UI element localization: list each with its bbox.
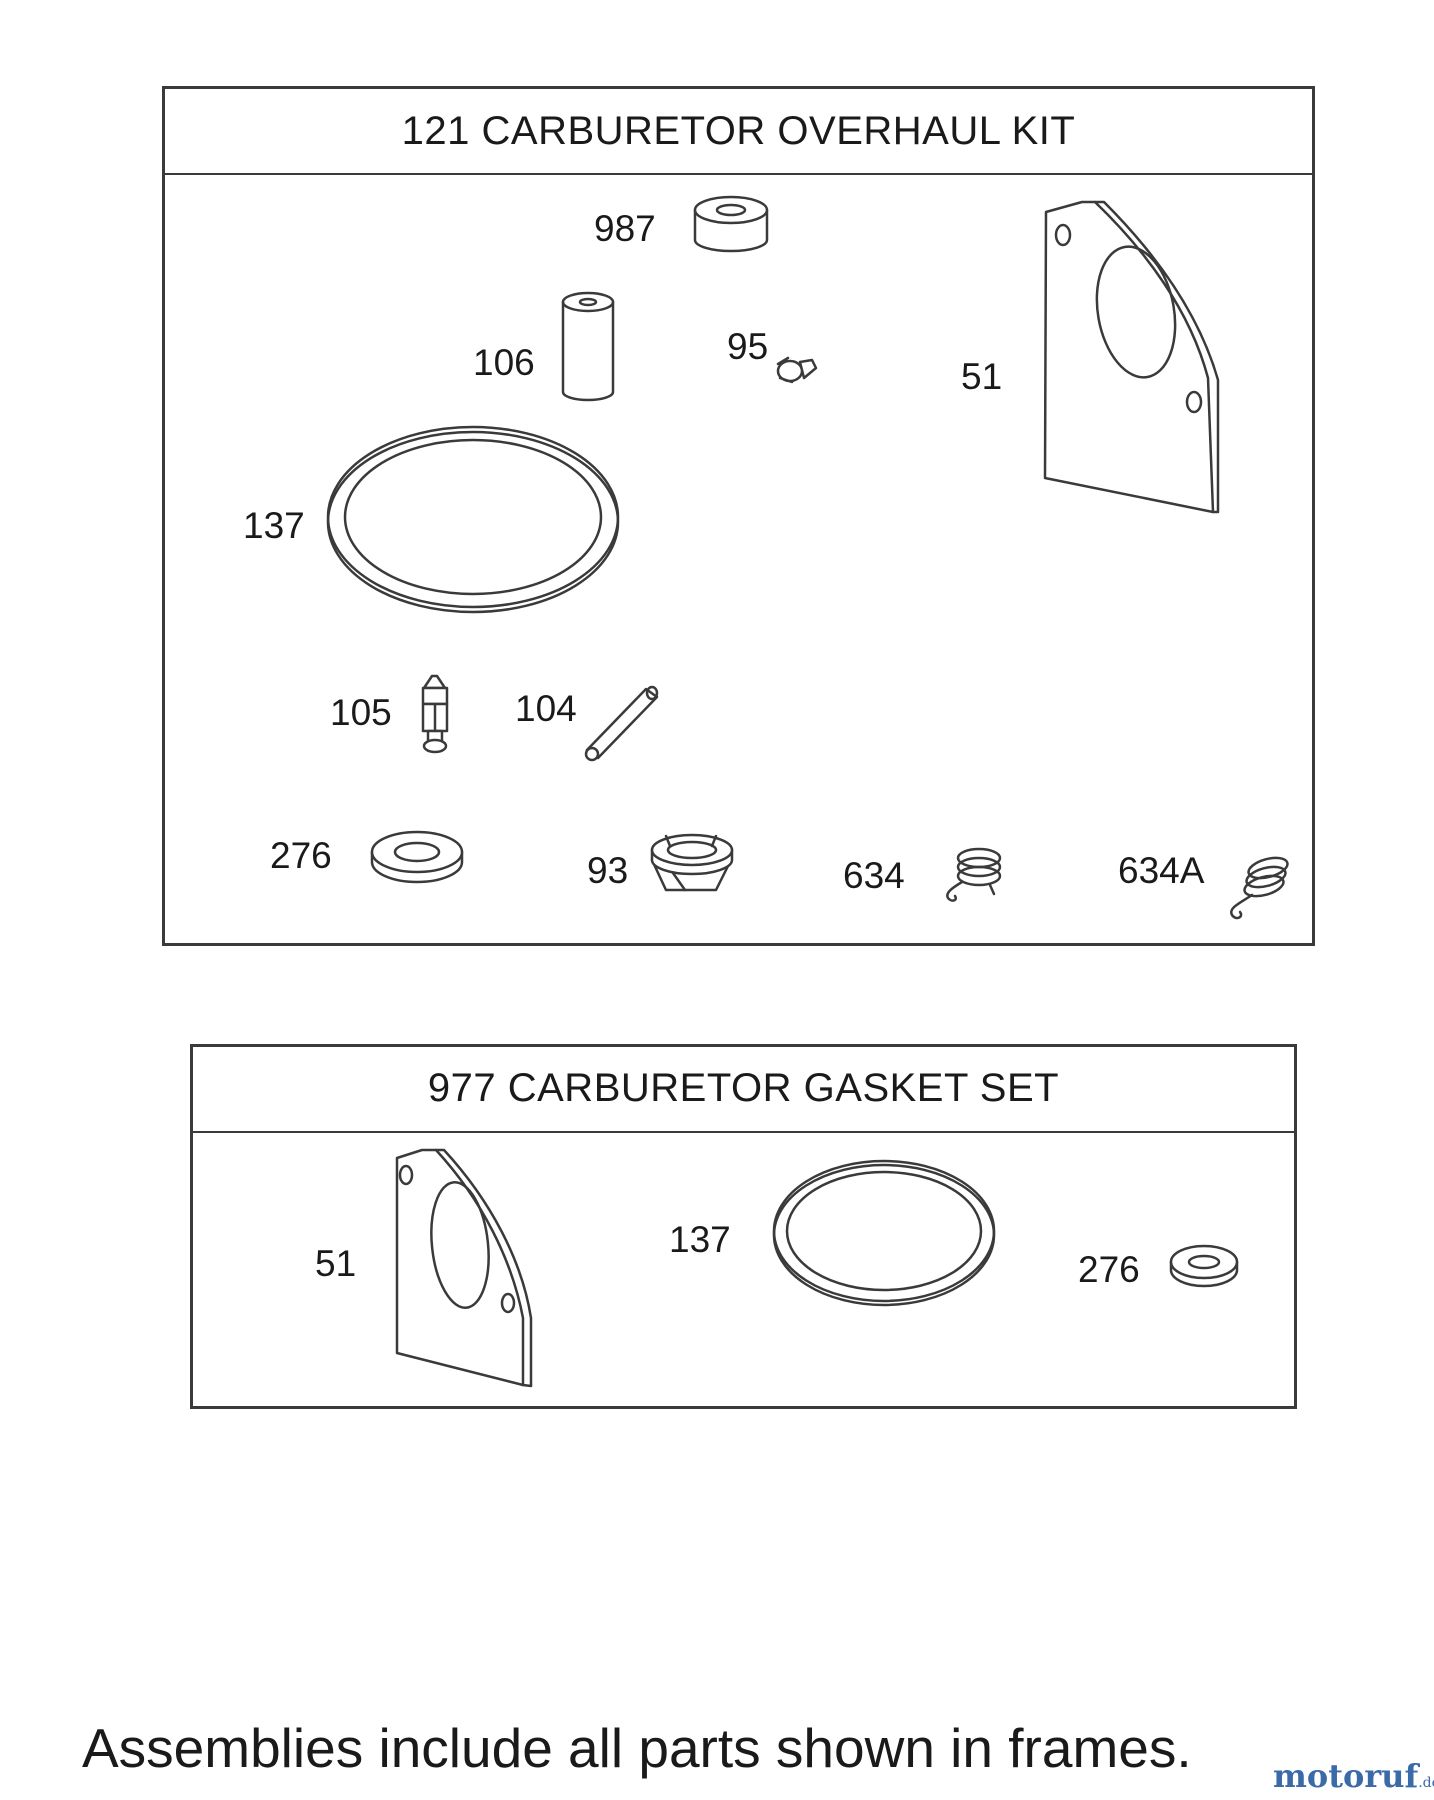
- part-106-drawing: [561, 291, 615, 402]
- part-105-drawing: [421, 674, 449, 754]
- part-label: 95: [727, 326, 769, 367]
- gasket-set-frame: 977 CARBURETOR GASKET SET: [190, 1044, 1297, 1409]
- part-276-kit-drawing: [370, 830, 464, 884]
- part-label: 51: [315, 1243, 357, 1284]
- part-51-kit-drawing: [1043, 200, 1220, 514]
- part-label: 105: [330, 692, 392, 733]
- gasket-set-title: 977 CARBURETOR GASKET SET: [193, 1047, 1294, 1133]
- part-label: 106: [473, 342, 535, 383]
- part-label: 93: [587, 850, 629, 891]
- part-93-drawing: [650, 833, 734, 892]
- part-label: 987: [594, 208, 656, 249]
- part-634-drawing: [946, 847, 1002, 902]
- part-51-gasket-drawing: [395, 1148, 533, 1388]
- watermark-main: motoruf: [1273, 1757, 1419, 1795]
- part-label: 137: [669, 1219, 731, 1260]
- watermark-suffix: .de: [1418, 1775, 1434, 1791]
- part-104-drawing: [584, 685, 659, 762]
- footer-note: Assemblies include all parts shown in fr…: [82, 1717, 1192, 1779]
- part-label: 634: [843, 855, 905, 896]
- part-label: 104: [515, 688, 577, 729]
- part-634A-drawing: [1229, 856, 1289, 920]
- part-label: 51: [961, 356, 1003, 397]
- overhaul-kit-title: 121 CARBURETOR OVERHAUL KIT: [165, 89, 1312, 175]
- part-276-gasket-drawing: [1169, 1244, 1239, 1288]
- part-label: 276: [1078, 1249, 1140, 1290]
- part-label: 137: [243, 505, 305, 546]
- part-label: 634A: [1118, 850, 1205, 891]
- part-label: 276: [270, 835, 332, 876]
- part-137-kit-drawing: [326, 425, 620, 614]
- part-95-drawing: [776, 356, 818, 384]
- part-137-gasket-drawing: [772, 1159, 996, 1307]
- part-987-drawing: [693, 195, 769, 253]
- watermark-logo: motoruf.de: [1273, 1757, 1434, 1795]
